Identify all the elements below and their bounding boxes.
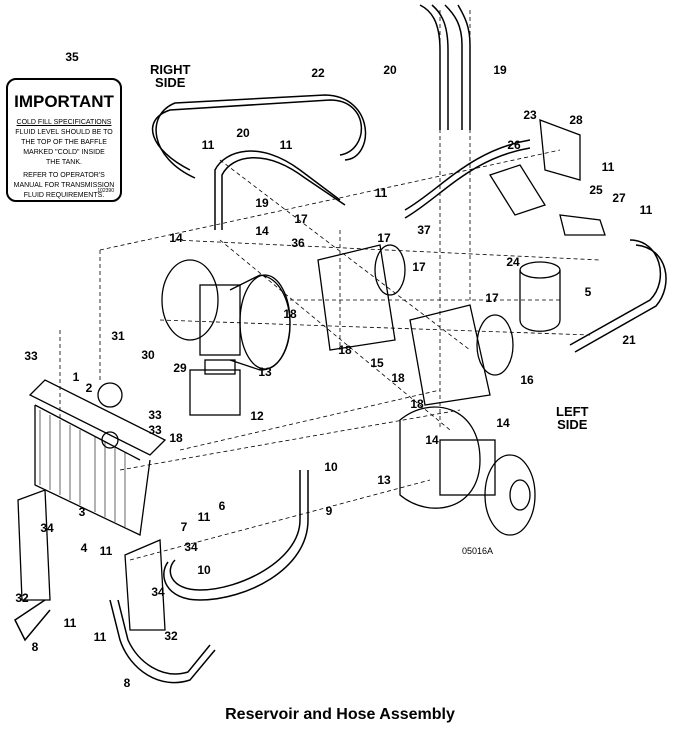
callout-7: 7 <box>180 520 188 534</box>
decal-refer-line: REFER TO OPERATOR'S <box>23 172 105 179</box>
callout-2: 2 <box>85 381 93 395</box>
callout-9: 9 <box>325 504 333 518</box>
hoses <box>14 4 667 684</box>
callout-20: 20 <box>236 126 250 140</box>
callout-22: 22 <box>311 66 325 80</box>
decal-heading: COLD FILL SPECIFICATIONS <box>16 119 112 126</box>
callout-32: 32 <box>15 591 29 605</box>
callout-35: 35 <box>65 50 79 64</box>
callout-14: 14 <box>255 224 269 238</box>
callout-10: 10 <box>324 460 338 474</box>
callout-28: 28 <box>569 113 583 127</box>
callout-17: 17 <box>377 231 391 245</box>
decal-line: THE TANK. <box>46 159 82 166</box>
callout-3: 3 <box>78 505 86 519</box>
decal-refer-line: FLUID REQUIREMENTS. <box>23 192 105 199</box>
reservoir-tank <box>28 379 167 536</box>
callout-18: 18 <box>410 397 424 411</box>
callout-14: 14 <box>496 416 510 430</box>
callout-26: 26 <box>507 138 521 152</box>
callout-10: 10 <box>197 563 211 577</box>
callout-29: 29 <box>173 361 187 375</box>
callout-34: 34 <box>151 585 165 599</box>
callout-11: 11 <box>99 544 113 558</box>
callout-11: 11 <box>279 138 293 152</box>
decal-line: THE TOP OF THE BAFFLE <box>21 139 107 146</box>
motors <box>161 119 606 536</box>
callout-14: 14 <box>169 231 183 245</box>
callout-37: 37 <box>417 223 431 237</box>
important-decal: IMPORTANT COLD FILL SPECIFICATIONS FLUID… <box>6 78 122 202</box>
callout-8: 8 <box>31 640 39 654</box>
callout-18: 18 <box>338 343 352 357</box>
right-side-label: RIGHT SIDE <box>150 62 191 90</box>
callout-11: 11 <box>201 138 215 152</box>
callout-6: 6 <box>218 499 226 513</box>
callout-36: 36 <box>291 236 305 250</box>
callout-4: 4 <box>80 541 88 555</box>
callout-13: 13 <box>377 473 391 487</box>
callout-8: 8 <box>123 676 131 690</box>
callout-11: 11 <box>639 203 653 217</box>
callout-18: 18 <box>169 431 183 445</box>
callout-17: 17 <box>412 260 426 274</box>
callout-24: 24 <box>506 255 520 269</box>
brackets <box>17 489 166 631</box>
dashed-leaders <box>59 10 601 561</box>
callout-11: 11 <box>197 510 211 524</box>
callout-1: 1 <box>72 370 80 384</box>
callout-11: 11 <box>93 630 107 644</box>
decal-title: IMPORTANT <box>14 92 114 111</box>
callout-18: 18 <box>391 371 405 385</box>
callout-31: 31 <box>111 329 125 343</box>
callout-30: 30 <box>141 348 155 362</box>
callout-19: 19 <box>493 63 507 77</box>
decal-line: MARKED "COLD" INSIDE <box>23 149 105 156</box>
callout-15: 15 <box>370 356 384 370</box>
callout-33: 33 <box>24 349 38 363</box>
decal-refer-line: MANUAL FOR TRANSMISSION <box>13 182 115 189</box>
callout-25: 25 <box>589 183 603 197</box>
callout-18: 18 <box>283 307 297 321</box>
callout-32: 32 <box>164 629 178 643</box>
drawing-number: 05016A <box>462 546 494 556</box>
diagram-caption: Reservoir and Hose Assembly <box>225 706 455 723</box>
callout-11: 11 <box>63 616 77 630</box>
callout-5: 5 <box>584 285 592 299</box>
callout-12: 12 <box>250 409 264 423</box>
callout-17: 17 <box>294 212 308 226</box>
callout-23: 23 <box>523 108 537 122</box>
callout-11: 11 <box>374 186 388 200</box>
callout-17: 17 <box>485 291 499 305</box>
callout-34: 34 <box>184 540 198 554</box>
callout-16: 16 <box>520 373 534 387</box>
decal-line: FLUID LEVEL SHOULD BE TO <box>15 129 113 136</box>
callout-14: 14 <box>425 433 439 447</box>
callout-13: 13 <box>258 365 272 379</box>
decal-part-number: 102390 <box>97 188 114 194</box>
callout-20: 20 <box>383 63 397 77</box>
left-side-label: LEFT SIDE <box>556 404 589 432</box>
callout-11: 11 <box>601 160 615 174</box>
callout-21: 21 <box>622 333 636 347</box>
callout-19: 19 <box>255 196 269 210</box>
callout-33: 33 <box>148 423 162 437</box>
callout-27: 27 <box>612 191 626 205</box>
callout-33: 33 <box>148 408 162 422</box>
callout-34: 34 <box>40 521 54 535</box>
